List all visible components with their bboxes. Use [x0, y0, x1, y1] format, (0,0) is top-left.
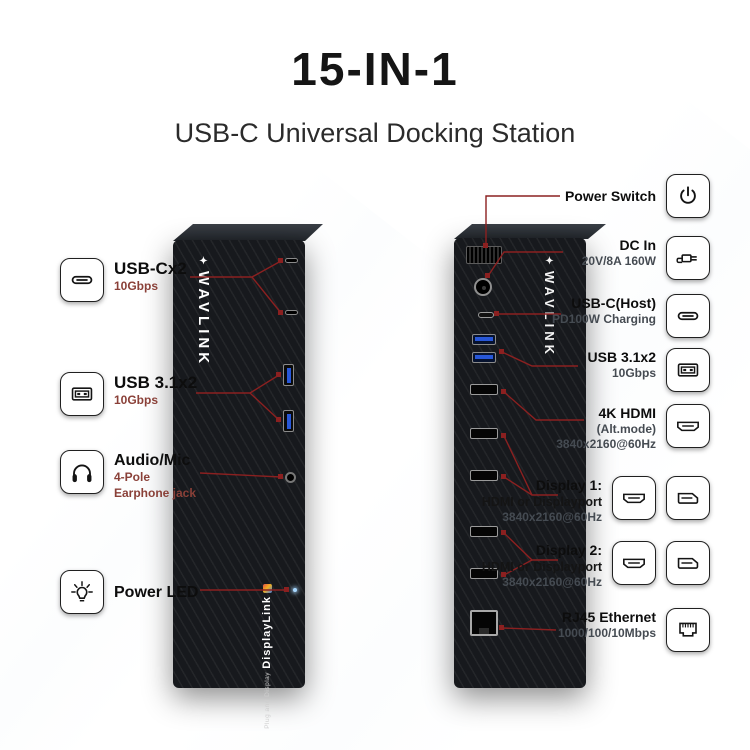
annotation-dc-in: DC In 20V/8A 160W	[582, 236, 710, 280]
annotation-sub: 3840x2160@60Hz	[556, 437, 656, 452]
rear-usb-c-host-port	[478, 312, 494, 318]
annotation-sub: 3840x2160@60Hz	[502, 510, 602, 525]
rear-display2-dp-port	[470, 568, 498, 579]
rear-4k-hdmi-port	[470, 384, 498, 395]
rear-display1-dp-port	[470, 470, 498, 481]
front-usb-c-port-1	[285, 258, 298, 263]
displaylink-logo	[262, 584, 272, 593]
annotation-usb-c-host: USB-C(Host) PD100W Charging	[552, 294, 710, 338]
rear-display2-hdmi-port	[470, 526, 498, 537]
dock-rear-view: ✦ WAVLINK	[454, 238, 586, 688]
annotation-power-led: Power LED	[60, 570, 198, 614]
annotation-display-1: Display 1: HDMI or Displayport 3840x2160…	[482, 476, 710, 526]
front-power-led	[293, 588, 297, 592]
annotation-sub: Earphone jack	[114, 485, 197, 500]
annotation-label: USB-Cx2	[114, 259, 187, 278]
annotation-label: DC In	[619, 237, 656, 253]
annotation-label: USB 3.1x2	[587, 349, 656, 365]
annotation-label: Power Switch	[564, 188, 656, 205]
annotation-4k-hdmi: 4K HDMI (Alt.mode) 3840x2160@60Hz	[556, 404, 710, 453]
hdmi-icon	[612, 541, 656, 585]
annotation-label: Display 2:	[535, 542, 602, 558]
brand-star-icon: ✦	[544, 256, 555, 267]
rear-power-switch	[466, 246, 502, 264]
annotation-usb31-right: USB 3.1x2 10Gbps	[588, 348, 710, 392]
annotation-label: Audio/Mic	[114, 452, 191, 469]
annotation-sub: PD100W Charging	[551, 311, 656, 326]
dc-plug-icon	[666, 236, 710, 280]
usb-c-icon	[666, 294, 710, 338]
annotation-sub: 1000/100/10Mbps	[557, 625, 656, 640]
annotation-sub: 10Gbps	[114, 393, 159, 408]
annotation-sub: 10Gbps	[611, 365, 656, 380]
usb-a-icon	[60, 372, 104, 416]
front-usb-c-port-2	[285, 310, 298, 315]
brand-logo: ✦ WAVLINK	[195, 256, 212, 367]
displaylink-tagline: Plug and Display	[263, 671, 271, 729]
annotation-sub: 10Gbps	[114, 279, 159, 294]
displayport-icon	[666, 541, 710, 585]
brand-text: WAVLINK	[195, 271, 212, 368]
annotation-audio-mic: Audio/Mic 4-Pole Earphone jack	[60, 450, 196, 501]
annotation-sub: 3840x2160@60Hz	[502, 575, 602, 590]
power-icon	[666, 174, 710, 218]
annotation-label: USB-C(Host)	[571, 295, 656, 311]
rear-dc-in-jack	[474, 278, 492, 296]
annotation-rj45: RJ45 Ethernet 1000/100/10Mbps	[558, 608, 710, 652]
rear-usb-a-port-2	[472, 352, 496, 363]
displayport-icon	[666, 476, 710, 520]
annotation-sub: HDMI or Displayport	[481, 494, 602, 509]
annotation-label: USB 3.1x2	[114, 373, 198, 392]
displaylink-name: DisplayLink	[261, 596, 273, 669]
annotation-display-2: Display 2: HDMI or Displayport 3840x2160…	[482, 541, 710, 591]
front-usb-a-port-1	[283, 364, 294, 386]
annotation-label: Power LED	[114, 583, 199, 601]
page-subtitle: USB-C Universal Docking Station	[174, 118, 576, 148]
annotation-usb31-left: USB 3.1x2 10Gbps	[60, 372, 197, 416]
annotation-sub: HDMI or Displayport	[481, 559, 602, 574]
front-audio-jack	[285, 472, 296, 483]
page-title: 15-IN-1	[291, 43, 459, 95]
annotation-power-switch: Power Switch	[565, 174, 710, 218]
led-bulb-icon	[60, 570, 104, 614]
displaylink-badge: DisplayLink Plug and Display	[261, 584, 273, 729]
dock-front-top-face	[173, 224, 323, 241]
hdmi-icon	[612, 476, 656, 520]
annotation-label: 4K HDMI	[598, 405, 656, 421]
hdmi-icon	[666, 404, 710, 448]
rear-usb-a-port-1	[472, 334, 496, 345]
annotation-label: Display 1:	[535, 477, 602, 493]
usb-c-icon	[60, 258, 104, 302]
annotation-sub: (Alt.mode)	[596, 421, 656, 436]
front-usb-a-port-2	[283, 410, 294, 432]
annotation-label: RJ45 Ethernet	[561, 609, 656, 625]
rear-rj45-port	[470, 610, 498, 636]
annotation-sub: 4-Pole	[114, 470, 151, 485]
dock-front-view: ✦ WAVLINK DisplayLink Plug and Display	[173, 240, 305, 729]
ethernet-icon	[666, 608, 710, 652]
headphones-icon	[60, 450, 104, 494]
annotation-sub: 20V/8A 160W	[581, 253, 656, 268]
annotation-usb-c-x2: USB-Cx2 10Gbps	[60, 258, 187, 302]
usb-a-icon	[666, 348, 710, 392]
brand-star-icon: ✦	[198, 256, 209, 267]
rear-display1-hdmi-port	[470, 428, 498, 439]
